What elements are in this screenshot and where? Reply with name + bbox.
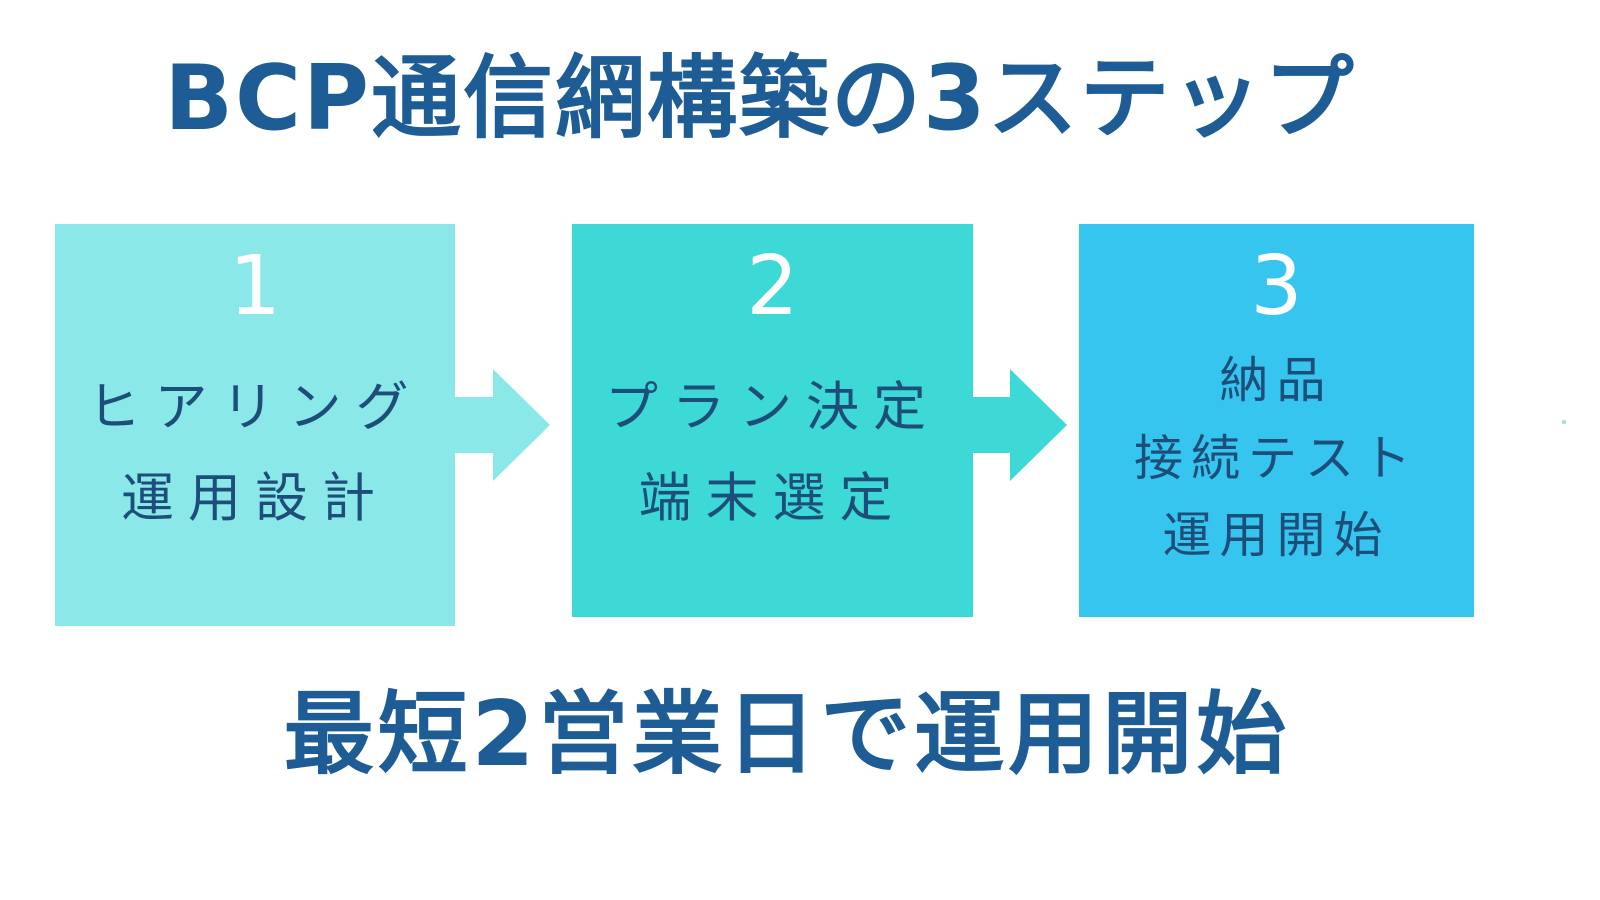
arrow-1-head — [493, 369, 550, 481]
footer-tagline: 最短2営業日で運用開始 — [283, 682, 1291, 787]
step-1-lines: ヒアリング 運用設計 — [88, 362, 423, 544]
step-2-number: 2 — [746, 239, 799, 334]
step-1-number: 1 — [228, 239, 282, 334]
step-3-lines: 納品 接続テスト 運用開始 — [1134, 342, 1419, 574]
step-3-line-2: 接続テスト — [1133, 429, 1419, 487]
step-2-line-2: 端末選定 — [638, 468, 907, 530]
step-box-1: 1 ヒアリング 運用設計 — [55, 224, 455, 626]
step-2-line-1: プラン決定 — [605, 377, 940, 439]
step-3-number: 3 — [1250, 239, 1303, 334]
step-box-2: 2 プラン決定 端末選定 — [572, 224, 973, 617]
step-1-line-1: ヒアリング — [87, 377, 423, 439]
arrow-2-shaft — [972, 397, 1011, 453]
step-box-3: 3 納品 接続テスト 運用開始 — [1079, 224, 1474, 617]
step-1-line-2: 運用設計 — [121, 468, 389, 530]
step-2-lines: プラン決定 端末選定 — [605, 362, 940, 544]
arrow-right-2 — [972, 369, 1067, 481]
arrow-2-head — [1010, 369, 1067, 481]
page-title: BCP通信網構築の3ステップ — [164, 46, 1356, 151]
arrow-1-shaft — [455, 397, 494, 453]
stray-speck-artifact — [1562, 420, 1566, 424]
step-3-line-1: 納品 — [1219, 352, 1334, 410]
step-3-line-3: 運用開始 — [1162, 507, 1391, 565]
arrow-right-1 — [455, 369, 550, 481]
